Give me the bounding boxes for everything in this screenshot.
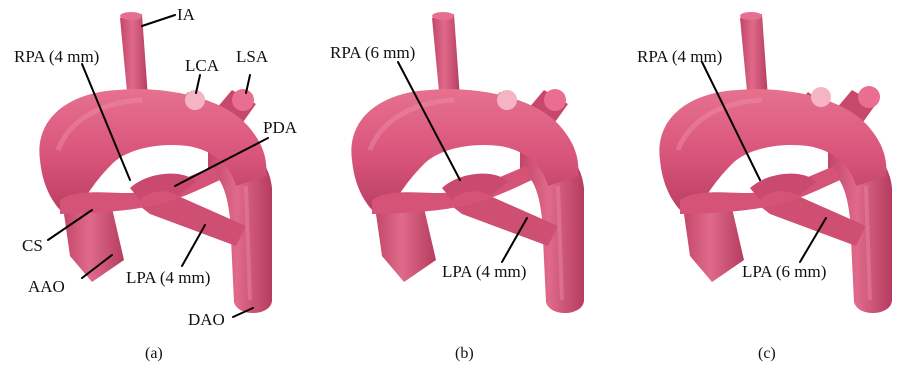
panel-caption: (b) xyxy=(455,345,474,362)
label-lpa: LPA (6 mm) xyxy=(742,262,826,281)
label-lpa: LPA (4 mm) xyxy=(442,262,526,281)
lsa-outlet-cap xyxy=(232,89,254,111)
panel-c: RPA (4 mm) LPA (6 mm) (c) xyxy=(637,12,892,362)
lca-outlet-cap xyxy=(811,87,831,107)
lsa-outlet-cap xyxy=(858,86,880,108)
lsa-outlet-cap xyxy=(544,89,566,111)
panel-b: RPA (6 mm) LPA (4 mm) (b) xyxy=(330,12,584,362)
label-aao: AAO xyxy=(28,277,65,296)
label-lsa: LSA xyxy=(236,47,269,66)
label-rpa: RPA (4 mm) xyxy=(637,47,722,66)
lca-outlet-cap xyxy=(497,90,517,110)
label-rpa: RPA (6 mm) xyxy=(330,43,415,62)
label-cs: CS xyxy=(22,236,43,255)
panel-caption: (a) xyxy=(145,345,163,362)
label-lpa: LPA (4 mm) xyxy=(126,268,210,287)
label-dao: DAO xyxy=(188,310,225,329)
panel-a: IA RPA (4 mm) LCA LSA PDA CS AAO LPA (4 … xyxy=(14,5,298,362)
label-pda: PDA xyxy=(263,118,298,137)
panel-caption: (c) xyxy=(758,345,776,362)
label-lca: LCA xyxy=(185,56,220,75)
label-rpa: RPA (4 mm) xyxy=(14,47,99,66)
label-ia: IA xyxy=(177,5,196,24)
